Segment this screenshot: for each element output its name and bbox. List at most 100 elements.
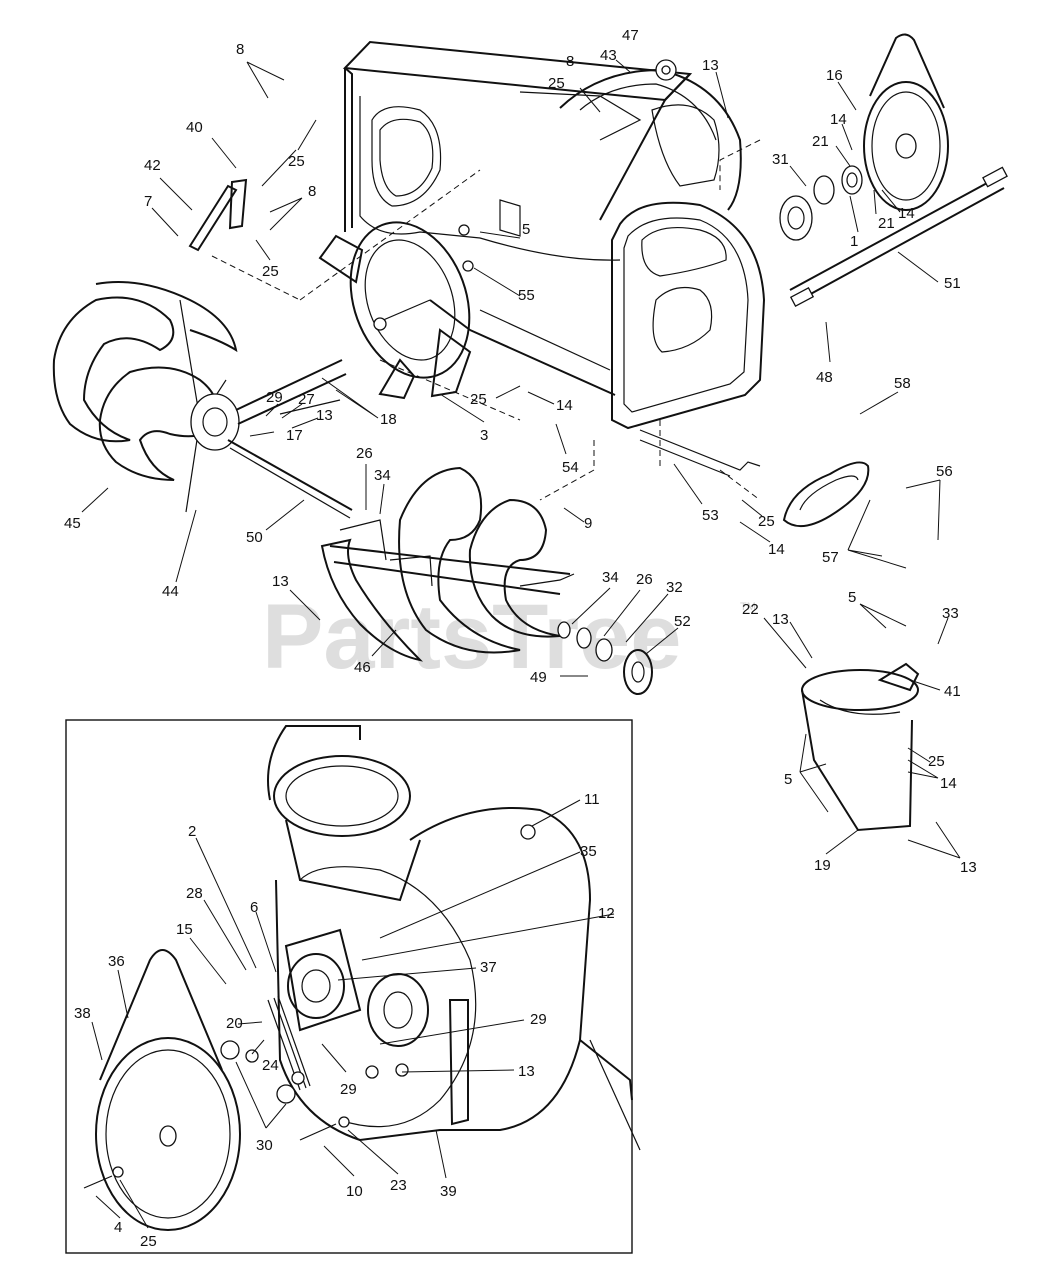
callout-21: 21 <box>812 133 829 150</box>
callout-29: 29 <box>266 389 283 406</box>
impeller <box>318 221 472 400</box>
watermark-trademark: TM <box>740 601 756 613</box>
callout-6: 6 <box>250 899 258 916</box>
callout-14: 14 <box>940 775 957 792</box>
callout-50: 50 <box>246 529 263 546</box>
bearing-assembly <box>779 165 863 241</box>
callout-34: 34 <box>374 467 391 484</box>
callout-25: 25 <box>758 513 775 530</box>
callout-13: 13 <box>702 57 719 74</box>
callout-40: 40 <box>186 119 203 136</box>
bolt-5 <box>458 224 470 236</box>
plate-58 <box>782 461 870 527</box>
callout-20: 20 <box>226 1015 243 1032</box>
auger-left <box>52 281 347 513</box>
callout-15: 15 <box>176 921 193 938</box>
callout-13: 13 <box>772 611 789 628</box>
callout-33: 33 <box>942 605 959 622</box>
callout-58: 58 <box>894 375 911 392</box>
callout-24: 24 <box>262 1057 279 1074</box>
callout-17: 17 <box>286 427 303 444</box>
callout-39: 39 <box>440 1183 457 1200</box>
callout-14: 14 <box>768 541 785 558</box>
callout-41: 41 <box>944 683 961 700</box>
callout-11: 11 <box>584 791 600 808</box>
callout-26: 26 <box>356 445 373 462</box>
callout-25: 25 <box>140 1233 157 1250</box>
auger-shaft <box>227 439 353 511</box>
callout-45: 45 <box>64 515 81 532</box>
auger-right <box>320 466 575 662</box>
bolt-55 <box>462 260 474 272</box>
callout-29: 29 <box>530 1011 547 1028</box>
callout-42: 42 <box>144 157 161 174</box>
inset-hardware <box>83 1040 350 1189</box>
callout-37: 37 <box>480 959 497 976</box>
callout-18: 18 <box>380 411 397 428</box>
inset-impeller-housing <box>267 725 641 1151</box>
inset-frame <box>65 719 633 1254</box>
callout-28: 28 <box>186 885 203 902</box>
callout-13: 13 <box>960 859 977 876</box>
callout-2: 2 <box>188 823 196 840</box>
callout-5: 5 <box>522 221 530 238</box>
discharge-chute <box>801 662 920 832</box>
callout-43: 43 <box>600 47 617 64</box>
callout-56: 56 <box>936 463 953 480</box>
callout-13: 13 <box>272 573 289 590</box>
callout-14: 14 <box>556 397 573 414</box>
callout-32: 32 <box>666 579 683 596</box>
callout-5: 5 <box>848 589 856 606</box>
callout-55: 55 <box>518 287 535 304</box>
auger-shaft-edge <box>229 447 351 519</box>
bracket-53 <box>639 429 761 471</box>
link-bracket <box>188 178 248 252</box>
callout-27: 27 <box>298 391 315 408</box>
callout-25: 25 <box>548 75 565 92</box>
impeller-housing-top <box>559 59 742 211</box>
callout-54: 54 <box>562 459 579 476</box>
callout-38: 38 <box>74 1005 91 1022</box>
callout-14: 14 <box>898 205 915 222</box>
callout-7: 7 <box>144 193 152 210</box>
callout-22: 22 <box>742 601 759 618</box>
callout-35: 35 <box>580 843 597 860</box>
callout-52: 52 <box>674 613 691 630</box>
callout-25: 25 <box>288 153 305 170</box>
callout-25: 25 <box>470 391 487 408</box>
callout-1: 1 <box>850 233 858 250</box>
callout-16: 16 <box>826 67 843 84</box>
callout-57: 57 <box>822 549 839 566</box>
callout-26: 26 <box>636 571 653 588</box>
callout-14: 14 <box>830 111 847 128</box>
callout-13: 13 <box>316 407 333 424</box>
shaft-51 <box>789 166 1008 307</box>
callout-51: 51 <box>944 275 961 292</box>
callout-36: 36 <box>108 953 125 970</box>
callout-8: 8 <box>566 53 574 70</box>
callout-8: 8 <box>308 183 316 200</box>
callout-25: 25 <box>262 263 279 280</box>
callout-49: 49 <box>530 669 547 686</box>
callout-5: 5 <box>784 771 792 788</box>
pulley-16 <box>863 33 949 211</box>
callout-29: 29 <box>340 1081 357 1098</box>
callout-10: 10 <box>346 1183 363 1200</box>
callout-25: 25 <box>928 753 945 770</box>
bearing-flange-52 <box>557 621 653 695</box>
callout-48: 48 <box>816 369 833 386</box>
callout-13: 13 <box>518 1063 535 1080</box>
callout-34: 34 <box>602 569 619 586</box>
callout-46: 46 <box>354 659 371 676</box>
assembly-lines <box>211 139 761 501</box>
callout-4: 4 <box>114 1219 122 1236</box>
callout-19: 19 <box>814 857 831 874</box>
callout-44: 44 <box>162 583 179 600</box>
callout-3: 3 <box>480 427 488 444</box>
callout-23: 23 <box>390 1177 407 1194</box>
callout-31: 31 <box>772 151 789 168</box>
inset-drive-pulley <box>95 949 241 1231</box>
callout-labels: 8 40 42 25 8 7 25 8 25 43 47 13 16 14 31… <box>64 27 977 1250</box>
inset-bearing <box>367 973 469 1126</box>
